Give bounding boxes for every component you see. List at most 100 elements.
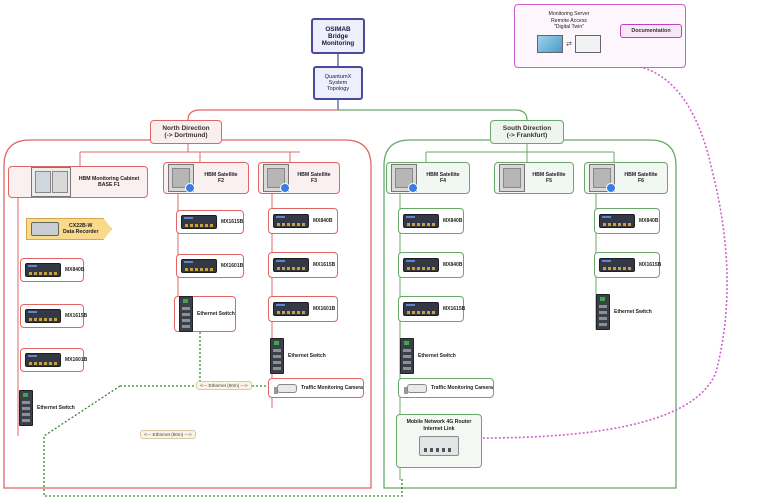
f2-device-1[interactable]: MX1615B xyxy=(176,210,244,234)
satellite-cabinet-icon xyxy=(589,164,616,193)
monitor-icon xyxy=(574,34,601,53)
f4-device-3[interactable]: MX1615B xyxy=(398,296,466,322)
satellite-cabinet-icon xyxy=(499,164,525,192)
ethernet-switch-icon xyxy=(179,296,193,332)
documentation-box[interactable]: Documentation xyxy=(620,24,682,38)
f3-device-3-label: MX1601B xyxy=(313,305,336,312)
f4-device-2-label: MX840B xyxy=(443,261,463,268)
f6-line-1: HBM Satellite xyxy=(624,171,658,178)
f4-device-2[interactable]: MX840B xyxy=(398,252,464,278)
sync-arrows-icon: ⇄ xyxy=(566,40,572,48)
title-line-1: OSIMAB xyxy=(325,25,351,33)
router-icon xyxy=(419,436,459,456)
documentation-label: Documentation xyxy=(631,28,671,34)
f6-device-2-label: MX1615B xyxy=(639,261,662,268)
mx-module-icon xyxy=(181,215,217,229)
f2-switch[interactable]: Ethernet Switch xyxy=(174,296,236,332)
f3-switch[interactable]: Ethernet Switch xyxy=(266,338,328,374)
server-line-3: "Digital Twin" xyxy=(553,24,585,30)
ethernet-switch-icon xyxy=(19,390,33,426)
camera-icon xyxy=(273,382,297,394)
title-line-2: Bridge xyxy=(328,32,348,40)
f3-device-3[interactable]: MX1601B xyxy=(268,296,338,322)
f4-line-1: HBM Satellite xyxy=(426,171,460,178)
recorder-line-1: CX22B-W xyxy=(69,222,93,229)
ethernet-switch-icon xyxy=(596,294,610,330)
f3-device-1[interactable]: MX840B xyxy=(268,208,338,234)
mx-module-icon xyxy=(403,302,439,316)
f3-line-1: HBM Satellite xyxy=(297,171,331,178)
topology-line-2: System xyxy=(328,80,348,86)
base-cabinet-line-1: HBM Monitoring Cabinet xyxy=(78,175,140,182)
title-line-3: Monitoring xyxy=(321,39,355,47)
satellite-cabinet-icon xyxy=(391,164,418,193)
router-line-2: Internet Link xyxy=(423,425,455,432)
f4-switch-label: Ethernet Switch xyxy=(418,352,456,359)
cabinet-icon xyxy=(31,167,71,197)
router-box[interactable]: Mobile Network 4G Router Internet Link xyxy=(396,414,482,468)
f3-device-2[interactable]: MX1615B xyxy=(268,252,338,278)
f6-device-1[interactable]: MX840B xyxy=(594,208,660,234)
satellite-f4-box[interactable]: HBM Satellite F4 xyxy=(386,162,470,194)
ethernet-label-2: <--- Ethernet (50m) ---> xyxy=(140,430,196,439)
f4-device-3-label: MX1615B xyxy=(443,305,466,312)
base-device-1-label: MX840B xyxy=(65,266,85,273)
base-switch-label: Ethernet Switch xyxy=(37,404,75,411)
f2-device-2-label: MX1601B xyxy=(221,262,244,269)
ethernet-label-1: <--- Ethernet (50m) ---> xyxy=(196,381,252,390)
satellite-f5-box[interactable]: HBM Satellite F5 xyxy=(494,162,574,194)
mx-module-icon xyxy=(181,259,217,273)
f2-device-2[interactable]: MX1601B xyxy=(176,254,244,278)
south-direction-line-2: (-> Frankfurt) xyxy=(506,132,548,139)
f2-device-1-label: MX1615B xyxy=(221,218,244,225)
ethernet-switch-icon xyxy=(400,338,414,374)
f4-switch[interactable]: Ethernet Switch xyxy=(396,338,458,374)
mx-module-icon xyxy=(403,258,439,272)
data-recorder-box[interactable]: CX22B-W Data Recorder xyxy=(26,218,112,240)
base-device-1[interactable]: MX840B xyxy=(20,258,84,282)
f6-line-2: F6 xyxy=(637,178,645,184)
north-direction-line-2: (-> Dortmund) xyxy=(164,132,208,139)
base-cabinet-box[interactable]: HBM Monitoring Cabinet BASE F1 xyxy=(8,166,148,198)
base-device-3[interactable]: MX1601B xyxy=(20,348,88,372)
mx-module-icon xyxy=(273,258,309,272)
base-switch[interactable]: Ethernet Switch xyxy=(14,390,76,426)
f6-device-1-label: MX840B xyxy=(639,217,659,224)
f6-switch[interactable]: Ethernet Switch xyxy=(592,294,654,330)
f3-switch-label: Ethernet Switch xyxy=(288,352,326,359)
satellite-f2-box[interactable]: HBM Satellite F2 xyxy=(163,162,249,194)
satellite-cabinet-icon xyxy=(263,164,290,193)
f3-line-2: F3 xyxy=(310,178,318,184)
f3-camera[interactable]: Traffic Monitoring Camera xyxy=(268,378,364,398)
south-direction-box[interactable]: South Direction (-> Frankfurt) xyxy=(490,120,564,144)
base-device-3-label: MX1601B xyxy=(65,356,88,363)
ethernet-switch-icon xyxy=(270,338,284,374)
f6-device-2[interactable]: MX1615B xyxy=(594,252,662,278)
f4-camera-label: Traffic Monitoring Camera xyxy=(431,384,493,391)
f2-line-2: F2 xyxy=(217,178,225,184)
f4-camera[interactable]: Traffic Monitoring Camera xyxy=(398,378,494,398)
f5-line-2: F5 xyxy=(545,178,553,184)
mx-module-icon xyxy=(599,214,635,228)
mx-module-icon xyxy=(25,309,61,323)
satellite-f6-box[interactable]: HBM Satellite F6 xyxy=(584,162,668,194)
base-device-2-label: MX1615B xyxy=(65,312,88,319)
base-device-2[interactable]: MX1615B xyxy=(20,304,88,328)
mx-module-icon xyxy=(273,214,309,228)
f4-device-1-label: MX840B xyxy=(443,217,463,224)
topology-box[interactable]: QuantumX System Topology xyxy=(313,66,363,100)
satellite-cabinet-icon xyxy=(168,164,195,193)
router-line-1: Mobile Network 4G Router xyxy=(406,419,472,425)
satellite-f3-box[interactable]: HBM Satellite F3 xyxy=(258,162,340,194)
f4-device-1[interactable]: MX840B xyxy=(398,208,464,234)
server-line-1: Monitoring Server xyxy=(548,11,590,17)
north-direction-line-1: North Direction xyxy=(162,125,210,132)
north-direction-box[interactable]: North Direction (-> Dortmund) xyxy=(150,120,222,144)
osimab-title-box[interactable]: OSIMAB Bridge Monitoring xyxy=(311,18,365,54)
recorder-line-2: Data Recorder xyxy=(63,229,99,235)
topology-line-1: QuantumX xyxy=(324,74,352,80)
f3-camera-label: Traffic Monitoring Camera xyxy=(301,384,363,391)
f2-line-1: HBM Satellite xyxy=(204,171,238,178)
camera-icon xyxy=(403,382,427,394)
